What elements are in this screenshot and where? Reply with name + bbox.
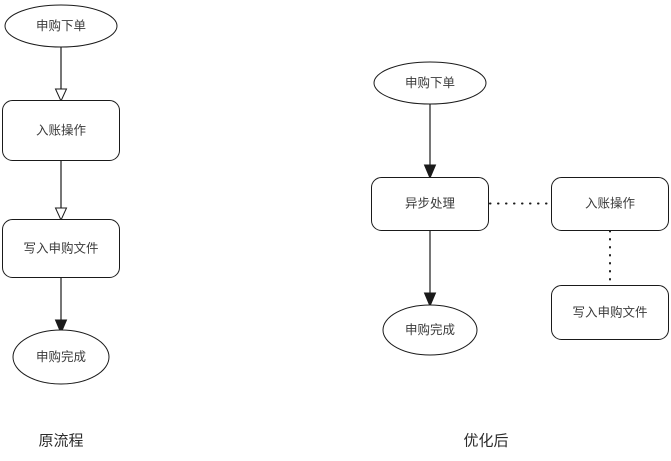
node-right-ru-zhang-cao-zuo[interactable]: 入账操作 [551, 177, 669, 231]
edge-r1-r2 [423, 104, 437, 180]
node-label: 入账操作 [36, 123, 87, 138]
node-label: 申购下单 [405, 75, 455, 90]
node-left-shen-gou-wan-cheng[interactable]: 申购完成 [12, 329, 110, 385]
node-label: 申购完成 [36, 349, 86, 364]
node-left-ru-zhang-cao-zuo[interactable]: 入账操作 [2, 100, 120, 161]
node-right-shen-gou-xia-dan[interactable]: 申购下单 [373, 61, 487, 105]
node-label: 异步处理 [405, 196, 456, 211]
edge-l3-l4 [54, 278, 68, 335]
node-label: 写入申购文件 [23, 241, 98, 256]
node-right-xie-ru-shen-gou-wen-jian[interactable]: 写入申购文件 [551, 285, 669, 340]
node-label: 申购完成 [405, 322, 455, 337]
node-right-shen-gou-wan-cheng[interactable]: 申购完成 [382, 304, 478, 356]
caption-optimized-flow: 优化后 [463, 432, 508, 450]
node-left-shen-gou-xia-dan[interactable]: 申购下单 [4, 4, 118, 48]
node-label: 入账操作 [585, 196, 636, 211]
node-left-xie-ru-shen-gou-wen-jian[interactable]: 写入申购文件 [2, 219, 120, 278]
edge-l2-l3 [54, 161, 68, 222]
edge-l1-l2 [54, 46, 68, 103]
edge-r2-r3 [423, 230, 437, 308]
caption-original-flow: 原流程 [38, 432, 83, 450]
node-right-yi-bu-chu-li[interactable]: 异步处理 [371, 177, 489, 231]
node-label: 写入申购文件 [572, 305, 647, 320]
node-label: 申购下单 [36, 18, 86, 33]
